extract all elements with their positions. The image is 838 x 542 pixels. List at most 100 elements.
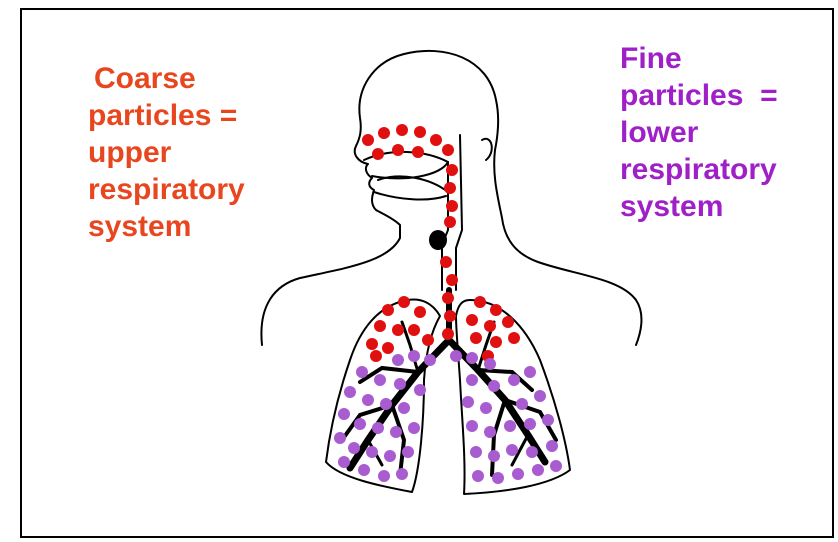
fine-particle bbox=[480, 402, 492, 414]
fine-particle bbox=[338, 456, 350, 468]
coarse-particle bbox=[446, 164, 458, 176]
coarse-particle bbox=[374, 320, 386, 332]
fine-particle bbox=[462, 396, 474, 408]
fine-particle bbox=[466, 420, 478, 432]
fine-label-line: lower bbox=[620, 114, 778, 151]
coarse-particle bbox=[442, 292, 454, 304]
fine-particle bbox=[366, 446, 378, 458]
coarse-particle bbox=[392, 144, 404, 156]
coarse-particles-label: Coarse particles = upper respiratory sys… bbox=[88, 60, 245, 245]
coarse-particle bbox=[412, 146, 424, 158]
fine-particle bbox=[392, 354, 404, 366]
fine-particle bbox=[488, 380, 500, 392]
coarse-particle bbox=[378, 127, 390, 139]
fine-particle bbox=[378, 470, 390, 482]
fine-particle bbox=[504, 420, 516, 432]
coarse-particle bbox=[502, 316, 514, 328]
fine-particle bbox=[338, 408, 350, 420]
fine-particle bbox=[398, 402, 410, 414]
coarse-particle bbox=[382, 304, 394, 316]
fine-particle bbox=[466, 374, 478, 386]
coarse-label-line: Coarse bbox=[88, 60, 245, 97]
fine-particle bbox=[542, 414, 554, 426]
coarse-particle bbox=[408, 324, 420, 336]
fine-particle bbox=[390, 426, 402, 438]
fine-particle bbox=[424, 354, 436, 366]
coarse-particle bbox=[370, 350, 382, 362]
airway-back bbox=[456, 135, 462, 290]
coarse-label-line: upper bbox=[88, 134, 245, 171]
fine-particle bbox=[396, 468, 408, 480]
fine-particle bbox=[408, 422, 420, 434]
fine-particle bbox=[354, 418, 366, 430]
coarse-label-line: particles = bbox=[88, 97, 245, 134]
fine-particle bbox=[470, 446, 482, 458]
fine-particle bbox=[380, 398, 392, 410]
fine-particle bbox=[372, 422, 384, 434]
coarse-particle bbox=[490, 304, 502, 316]
fine-particle bbox=[512, 468, 524, 480]
fine-particle bbox=[450, 350, 462, 362]
fine-particle bbox=[524, 418, 536, 430]
fine-particle bbox=[516, 398, 528, 410]
fine-particle bbox=[374, 374, 386, 386]
coarse-particle bbox=[362, 134, 374, 146]
fine-particle bbox=[532, 464, 544, 476]
coarse-particle bbox=[444, 182, 456, 194]
fine-label-line: particles = bbox=[620, 77, 778, 114]
coarse-particle bbox=[442, 144, 454, 156]
fine-particle bbox=[358, 464, 370, 476]
coarse-label-line: system bbox=[88, 208, 245, 245]
fine-particle bbox=[466, 352, 478, 364]
fine-particle bbox=[394, 378, 406, 390]
coarse-particle bbox=[398, 296, 410, 308]
fine-particle bbox=[484, 358, 496, 370]
fine-particle bbox=[534, 390, 546, 402]
fine-particles-label: Fine particles = lower respiratory syste… bbox=[620, 40, 778, 225]
fine-particle bbox=[344, 386, 356, 398]
coarse-label-line: respiratory bbox=[88, 171, 245, 208]
fine-label-line: Fine bbox=[620, 40, 778, 77]
coarse-particle bbox=[508, 332, 520, 344]
coarse-particle bbox=[446, 200, 458, 212]
fine-particle bbox=[484, 426, 496, 438]
fine-particle bbox=[546, 440, 558, 452]
coarse-particle bbox=[382, 342, 394, 354]
fine-label-line: respiratory bbox=[620, 151, 778, 188]
fine-particle bbox=[524, 366, 536, 378]
coarse-particle bbox=[446, 274, 458, 286]
coarse-particle bbox=[392, 324, 404, 336]
fine-particle bbox=[508, 374, 520, 386]
fine-particle bbox=[472, 470, 484, 482]
fine-label-line: system bbox=[620, 188, 778, 225]
coarse-particle bbox=[396, 124, 408, 136]
fine-particle bbox=[492, 472, 504, 484]
fine-particle bbox=[348, 442, 360, 454]
coarse-particle bbox=[442, 328, 454, 340]
larynx bbox=[429, 230, 447, 250]
coarse-particle bbox=[414, 126, 426, 138]
fine-particle bbox=[334, 432, 346, 444]
fine-particle bbox=[356, 366, 368, 378]
coarse-particle bbox=[414, 306, 426, 318]
coarse-particle bbox=[422, 334, 434, 346]
fine-particle bbox=[414, 384, 426, 396]
coarse-particle bbox=[440, 256, 452, 268]
coarse-particle bbox=[366, 338, 378, 350]
fine-particle bbox=[362, 394, 374, 406]
fine-particle bbox=[506, 444, 518, 456]
fine-particle bbox=[526, 446, 538, 458]
fine-particles bbox=[334, 350, 562, 484]
fine-particle bbox=[384, 450, 396, 462]
coarse-particle bbox=[470, 332, 482, 344]
coarse-particle bbox=[430, 134, 442, 146]
coarse-particle bbox=[372, 148, 384, 160]
ear bbox=[482, 139, 492, 160]
coarse-particle bbox=[474, 296, 486, 308]
fine-particle bbox=[402, 446, 414, 458]
lower-jaw bbox=[374, 192, 446, 199]
coarse-particle bbox=[490, 336, 502, 348]
coarse-particle bbox=[484, 320, 496, 332]
coarse-particle bbox=[466, 314, 478, 326]
fine-particle bbox=[550, 460, 562, 472]
